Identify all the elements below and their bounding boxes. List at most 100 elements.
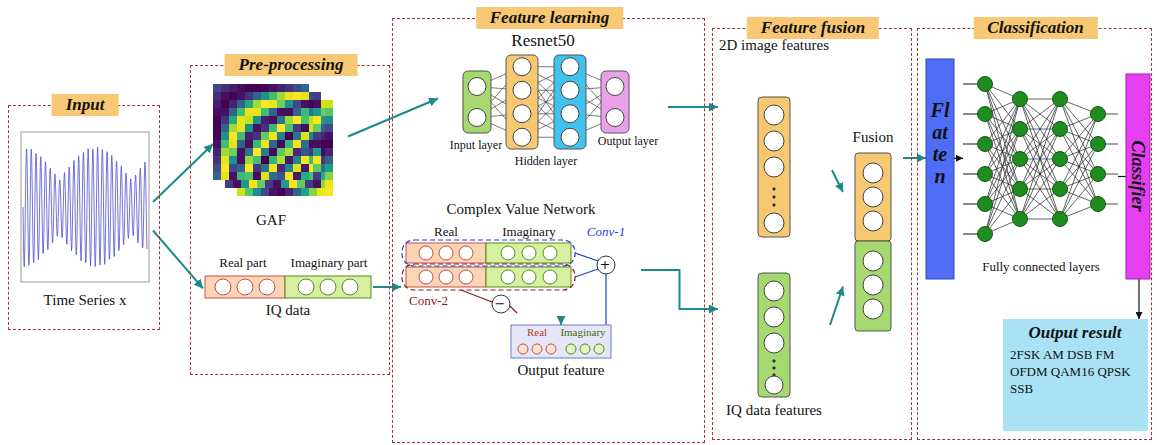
gaf-cell [301,164,309,172]
gaf-cell [325,132,333,140]
neuron-dot [439,246,453,260]
gaf-cell [277,156,285,164]
gaf-cell [237,156,245,164]
gaf-cell [301,156,309,164]
link-line [963,84,978,85]
gaf-cell [229,124,237,132]
gaf-cell [245,148,253,156]
gaf-cell [313,100,321,108]
gaf-cell [277,108,285,116]
flow-arrow [348,99,438,137]
gaf-cell [293,124,301,132]
neuron-dot [439,270,453,284]
gaf-cell [253,148,261,156]
gaf-cell [285,140,293,148]
gaf-cell [317,188,325,196]
gaf-cell [269,116,277,124]
gaf-cell [277,92,285,100]
gaf-cell [233,180,241,188]
neuron-dot [546,344,556,354]
flow-arrow [373,286,401,288]
link-line [575,269,598,277]
gaf-cell [297,180,305,188]
gaf-cell [277,124,285,132]
neuron-dot [764,333,784,353]
gaf-cell [245,116,253,124]
flow-arrow [153,144,213,202]
gaf-cell [237,140,245,148]
node-label: Flatten [930,99,950,187]
gaf-cell [285,108,293,116]
gaf-cell [237,84,245,92]
neuron-dot [561,105,579,123]
gaf-cell [269,156,277,164]
gaf-cell [269,164,277,172]
gaf-cell [213,108,221,116]
gaf-cell [325,164,333,172]
gaf-cell [221,84,229,92]
neuron-dot [566,344,576,354]
gaf-cell [269,132,277,140]
gaf-cell [301,172,309,180]
gaf-cell [237,172,245,180]
gaf-cell [245,148,253,156]
gaf-cell [325,124,333,132]
gaf-cell [277,140,285,148]
feature-column: 2D image features [718,37,832,242]
gaf-cell [293,132,301,140]
gaf-cell [237,108,245,116]
gaf-cell [277,164,285,172]
gaf-cell [293,92,301,100]
node-label: Real part [219,256,266,271]
neuron-dot [1053,122,1068,137]
gaf-cell [221,140,229,148]
node-label: Real [434,225,458,240]
neuron-dot [1053,182,1068,197]
flow-arrow [641,270,718,309]
gaf-cell [301,188,309,196]
layer-block [601,71,629,133]
gaf-cell [245,140,253,148]
link-line [1060,174,1098,219]
neuron-dot [513,81,531,99]
flatten-bar: Flatten [926,59,954,279]
gaf-cell [253,100,261,108]
gaf-cell [261,124,269,132]
operator-sign: − [495,297,506,310]
gaf-cell [253,124,261,132]
gaf-cell [269,92,277,100]
gaf-cell [325,116,333,124]
flow-arrow [1138,279,1139,319]
gaf-cell [313,108,321,116]
gaf-cell [269,156,277,164]
gaf-cell [301,148,309,156]
output-feature: RealImaginaryOutput feature [511,325,611,385]
gaf-cell [245,100,253,108]
neuron-dot [1091,107,1106,122]
gaf-cell [237,164,245,172]
panel-heading: Pre-processing [225,54,358,76]
gaf-cell [229,140,237,148]
gaf-cell [221,124,229,132]
gaf-cell [261,100,269,108]
gaf-cell [213,92,221,100]
gaf-cell [213,164,221,172]
gaf-cell [285,148,293,156]
classifier-bar: Classifier [1126,74,1152,279]
gaf-cell [245,92,253,100]
gaf-cell [277,188,285,196]
gaf-cell [301,124,309,132]
gaf-cell [245,84,253,92]
gaf-cell [285,156,293,164]
gaf-cell [245,156,253,164]
node-label: Time Series x [44,292,127,309]
gaf-cell [293,116,301,124]
gaf-cell [253,108,261,116]
neuron-dot [863,251,883,271]
gaf-cell [277,108,285,116]
gaf-cell [289,180,297,188]
gaf-cell [261,140,269,148]
node-label: Output result [1028,323,1121,343]
gaf-cell [245,164,253,172]
gaf-cell [293,140,301,148]
